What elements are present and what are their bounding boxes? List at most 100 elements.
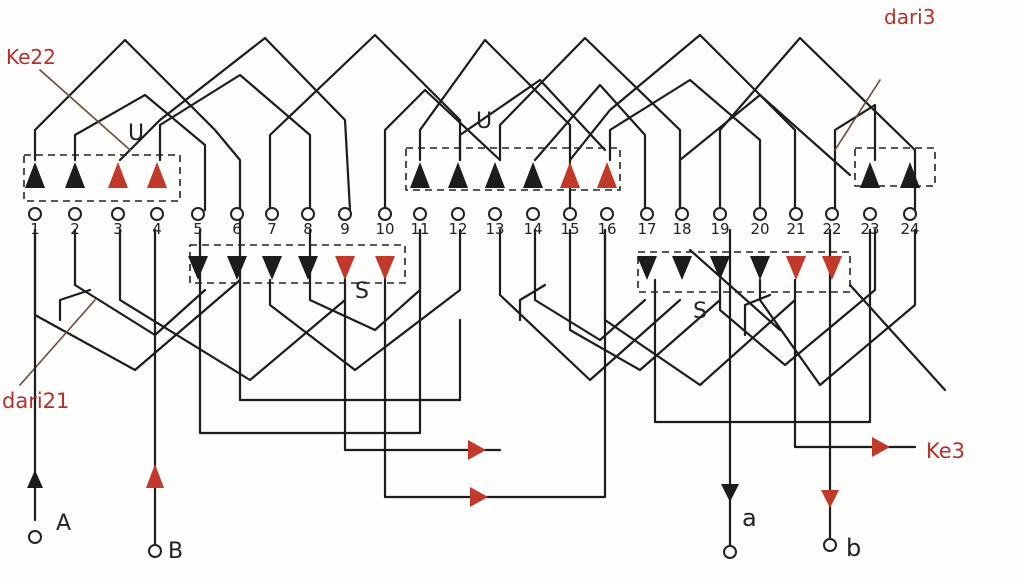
label-u-left: U bbox=[128, 121, 144, 146]
up-arrow-2 bbox=[65, 162, 85, 188]
box-u-left bbox=[23, 154, 181, 202]
down-arrow-4 bbox=[298, 256, 318, 280]
slot-number-10: 10 bbox=[375, 220, 394, 238]
down-arrow-3 bbox=[262, 256, 282, 280]
annotation-ke3: Ke3 bbox=[926, 439, 965, 463]
up-arrow-6 bbox=[448, 162, 468, 188]
slot-4 bbox=[150, 207, 164, 221]
up-arrow-10 bbox=[597, 162, 617, 188]
slot-19 bbox=[713, 207, 727, 221]
down-arrow-7 bbox=[637, 256, 657, 280]
slot-number-2: 2 bbox=[70, 220, 80, 238]
slot-12 bbox=[451, 207, 465, 221]
slot-number-15: 15 bbox=[560, 220, 579, 238]
down-arrow-5 bbox=[335, 256, 355, 280]
terminals bbox=[28, 530, 837, 559]
coil-group-boxes bbox=[23, 147, 936, 293]
slot-18 bbox=[675, 207, 689, 221]
slot-number-22: 22 bbox=[822, 220, 841, 238]
slot-number-14: 14 bbox=[523, 220, 542, 238]
label-s-left: S bbox=[355, 279, 369, 304]
upward-current-arrows bbox=[25, 162, 920, 188]
slot-number-24: 24 bbox=[900, 220, 919, 238]
terminal-a-small-arrow bbox=[721, 484, 739, 502]
slot-number-9: 9 bbox=[340, 220, 350, 238]
terminal-b-circle bbox=[823, 538, 837, 552]
terminal-B-circle bbox=[148, 544, 162, 558]
slot-9 bbox=[338, 207, 352, 221]
slot-number-8: 8 bbox=[303, 220, 313, 238]
slot-5 bbox=[191, 207, 205, 221]
annotation-dari3: dari3 bbox=[884, 5, 935, 29]
up-arrow-5 bbox=[410, 162, 430, 188]
terminal-A-circle bbox=[28, 530, 42, 544]
up-arrow-4 bbox=[147, 162, 167, 188]
slot-number-20: 20 bbox=[750, 220, 769, 238]
terminal-arrows bbox=[27, 437, 890, 508]
up-arrow-8 bbox=[523, 162, 543, 188]
terminal-b-small-arrow bbox=[821, 490, 839, 508]
down-arrow-1 bbox=[188, 256, 208, 280]
terminal-a-circle bbox=[723, 545, 737, 559]
slot-14 bbox=[526, 207, 540, 221]
terminal-a-arrow bbox=[27, 470, 43, 488]
slot-number-17: 17 bbox=[637, 220, 656, 238]
box-s-right bbox=[637, 251, 851, 293]
slot-number-11: 11 bbox=[410, 220, 429, 238]
slot-6 bbox=[230, 207, 244, 221]
box-s-left bbox=[189, 244, 406, 284]
slot-number-13: 13 bbox=[485, 220, 504, 238]
stator-slots bbox=[28, 207, 917, 221]
upper-coils bbox=[33, 33, 917, 232]
terminal-label-A: A bbox=[56, 511, 71, 536]
slot-1 bbox=[28, 207, 42, 221]
up-arrow-11 bbox=[860, 162, 880, 188]
label-u-mid: U bbox=[476, 109, 492, 134]
up-arrow-1 bbox=[25, 162, 45, 188]
down-arrow-10 bbox=[750, 256, 770, 280]
annotation-ke22: Ke22 bbox=[6, 45, 56, 69]
box-u-mid bbox=[405, 147, 621, 191]
annotation-dari21: dari21 bbox=[2, 389, 69, 413]
slot-21 bbox=[789, 207, 803, 221]
down-arrow-11 bbox=[786, 256, 806, 280]
slot-17 bbox=[640, 207, 654, 221]
slot-number-18: 18 bbox=[672, 220, 691, 238]
slot-24 bbox=[903, 207, 917, 221]
lower-coils bbox=[33, 228, 917, 387]
up-arrow-12 bbox=[900, 162, 920, 188]
slot-13 bbox=[488, 207, 502, 221]
slot-2 bbox=[68, 207, 82, 221]
slot-number-23: 23 bbox=[860, 220, 879, 238]
up-arrow-9 bbox=[560, 162, 580, 188]
connection-wires bbox=[33, 228, 917, 552]
slot-number-1: 1 bbox=[30, 220, 40, 238]
slot-number-19: 19 bbox=[710, 220, 729, 238]
terminal-b-arrow bbox=[146, 464, 164, 488]
downward-current-arrows bbox=[188, 256, 842, 280]
down-arrow-2 bbox=[227, 256, 247, 280]
slot-number-4: 4 bbox=[152, 220, 162, 238]
slot-23 bbox=[863, 207, 877, 221]
up-arrow-7 bbox=[485, 162, 505, 188]
box-u-right bbox=[854, 147, 936, 187]
slot-number-5: 5 bbox=[193, 220, 203, 238]
flow-arrow-2 bbox=[470, 487, 488, 507]
down-arrow-8 bbox=[672, 256, 692, 280]
slot-20 bbox=[753, 207, 767, 221]
down-arrow-9 bbox=[710, 256, 730, 280]
slot-number-6: 6 bbox=[232, 220, 242, 238]
label-s-right: S bbox=[693, 299, 707, 324]
slot-8 bbox=[301, 207, 315, 221]
slot-3 bbox=[111, 207, 125, 221]
down-arrow-6 bbox=[375, 256, 395, 280]
slot-number-3: 3 bbox=[113, 220, 123, 238]
slot-22 bbox=[825, 207, 839, 221]
terminal-label-B: B bbox=[168, 539, 183, 564]
terminal-label-a: a bbox=[742, 504, 757, 532]
slot-number-21: 21 bbox=[786, 220, 805, 238]
slot-number-16: 16 bbox=[597, 220, 616, 238]
